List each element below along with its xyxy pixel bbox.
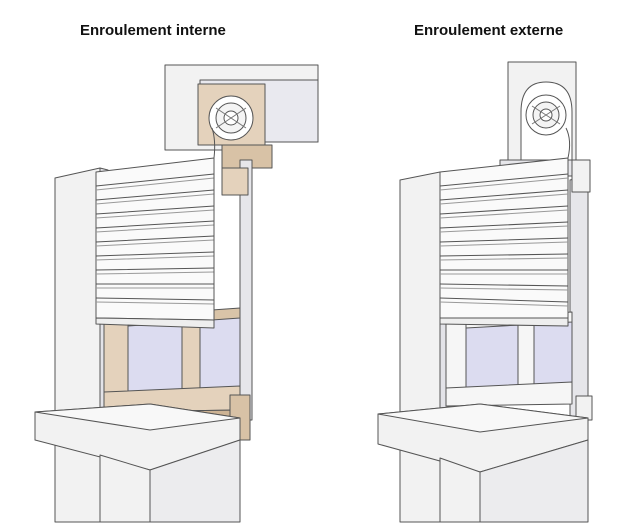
illustration-external-roll: [377, 61, 593, 523]
caption-external-roll: Enroulement externe: [414, 22, 564, 39]
wall-right-jamb: [399, 171, 441, 421]
wall-left-jamb: [54, 167, 101, 421]
shutter-slats-external: [439, 157, 569, 327]
illustration-internal-roll: [34, 64, 319, 523]
shutter-slats-internal: [95, 157, 215, 329]
caption-internal-roll: Enroulement interne: [80, 22, 226, 39]
